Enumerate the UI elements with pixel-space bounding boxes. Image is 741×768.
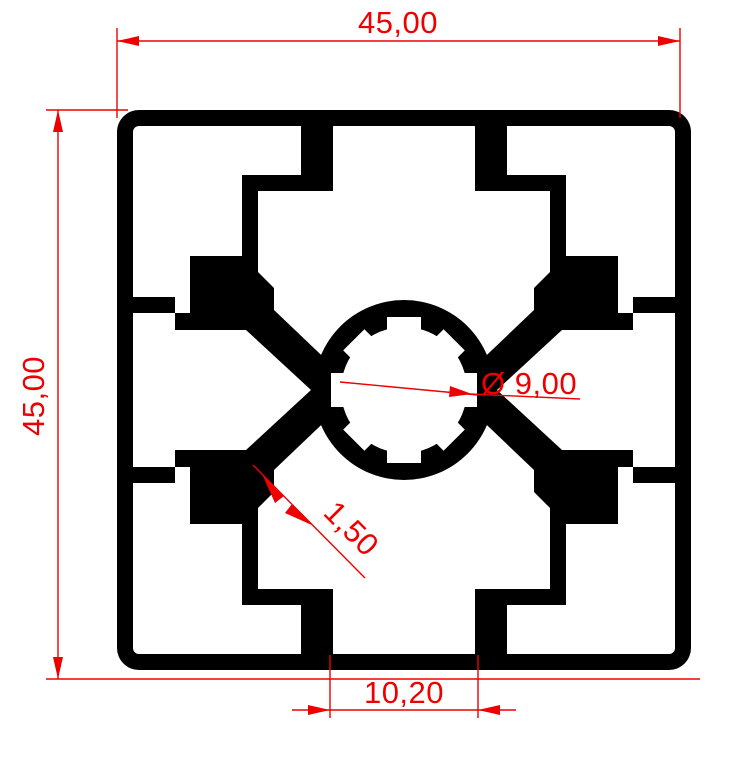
dimension-wall-thickness <box>252 464 366 579</box>
arrowhead-left <box>117 36 139 46</box>
dimension-bore-diameter <box>339 381 581 400</box>
arrowhead-right <box>478 705 500 715</box>
arrowhead-inner <box>285 504 314 526</box>
dimension-label-slot-opening: 10,20 <box>364 675 444 710</box>
arrowhead-bore <box>449 386 472 397</box>
center-hub <box>314 300 494 480</box>
arrowhead-bottom <box>53 657 63 679</box>
quadrant-bottom-right <box>404 366 691 670</box>
extrusion-profile-body <box>117 110 691 670</box>
dimension-overall-width <box>116 28 681 118</box>
arrowhead-top <box>53 110 63 132</box>
arrowhead-outer <box>262 474 284 503</box>
arrowhead-right <box>658 36 680 46</box>
dimension-slot-opening <box>292 655 516 718</box>
dimension-label-overall-width: 45,00 <box>358 5 438 40</box>
leader-line <box>469 393 581 400</box>
dimension-label-bore-diameter: Ø 9,00 <box>481 366 577 401</box>
arrowhead-left <box>308 705 330 715</box>
quadrant-top-left <box>117 110 404 414</box>
dimension-label-wall-thickness: 1,50 <box>317 494 386 563</box>
dimension-overall-height <box>46 109 700 680</box>
dimension-label-overall-height: 45,00 <box>16 356 51 436</box>
